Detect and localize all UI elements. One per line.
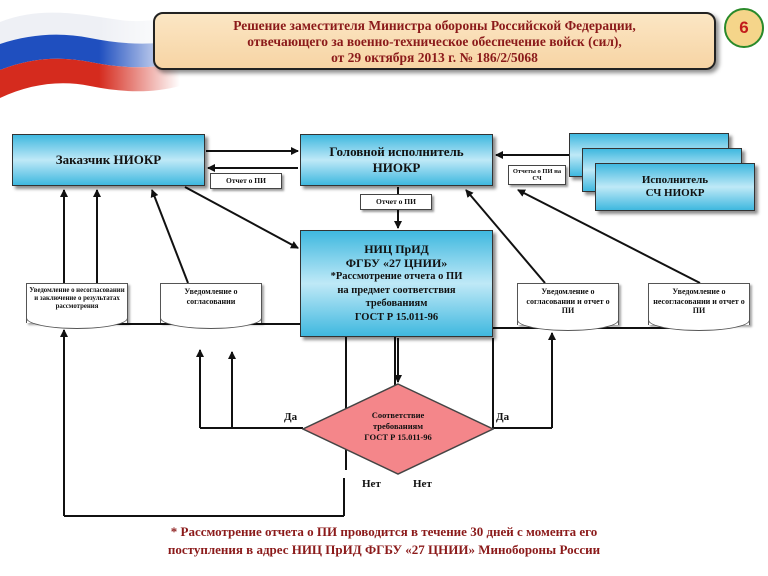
yes-right-label: Да bbox=[496, 411, 510, 423]
center-line-5: требованиям bbox=[365, 298, 428, 309]
title-line-1: Решение заместителя Министра обороны Рос… bbox=[233, 18, 636, 33]
center-box: НИЦ ПрИД ФГБУ «27 ЦНИИ» *Рассмотрение от… bbox=[300, 230, 493, 337]
no-right-label: Нет bbox=[413, 478, 432, 490]
page-number-badge: 6 bbox=[724, 8, 764, 48]
head-executor-line-1: Головной исполнитель bbox=[329, 144, 464, 159]
decision-line-2: требованиям bbox=[373, 421, 423, 431]
center-line-2: ФГБУ «27 ЦНИИ» bbox=[345, 255, 448, 270]
sub-executor-line-2: СЧ НИОКР bbox=[645, 187, 705, 199]
center-line-4: на предмет соответствия bbox=[337, 284, 456, 296]
center-line-6: ГОСТ Р 15.011-96 bbox=[354, 311, 439, 323]
reports-pi-sch-note: Отчеты о ПИ на СЧ bbox=[508, 165, 566, 185]
title-line-3: от 29 октября 2013 г. № 186/2/5068 bbox=[331, 50, 538, 65]
report-pi-note-1: Отчет о ПИ bbox=[210, 173, 282, 189]
doc-notice-disagree-conclusion-text: Уведомление о несогласовании и заключени… bbox=[29, 287, 125, 310]
title-line-2: отвечающего за военно-техническое обеспе… bbox=[247, 34, 622, 49]
no-left-label: Нет bbox=[362, 478, 381, 490]
customer-label: Заказчик НИОКР bbox=[55, 152, 162, 167]
decision-line-3: ГОСТ Р 15.011-96 bbox=[364, 432, 432, 442]
center-line-1: НИЦ ПрИД bbox=[364, 242, 429, 256]
doc-notice-agree-left-text: Уведомление о согласовании bbox=[184, 287, 238, 306]
sub-executor-line-1: Исполнитель bbox=[641, 174, 709, 186]
footnote-line-1: * Рассмотрение отчета о ПИ проводится в … bbox=[170, 524, 598, 539]
head-executor-line-2: НИОКР bbox=[372, 160, 421, 175]
doc-notice-disagree-report: Уведомление о несогласовании и отчет о П… bbox=[648, 283, 750, 331]
doc-notice-agree-left: Уведомление о согласовании bbox=[160, 283, 262, 329]
decision-title: Решение заместителя Министра обороны Рос… bbox=[153, 12, 716, 70]
footnote-line-2: поступления в адрес НИЦ ПрИД ФГБУ «27 ЦН… bbox=[167, 542, 601, 557]
russian-flag-icon bbox=[0, 0, 180, 100]
yes-left-label: Да bbox=[284, 411, 298, 423]
footnote: * Рассмотрение отчета о ПИ проводится в … bbox=[100, 523, 668, 559]
doc-notice-agree-report-text: Уведомление о согласовании и отчет о ПИ bbox=[526, 287, 610, 315]
doc-notice-agree-report: Уведомление о согласовании и отчет о ПИ bbox=[517, 283, 619, 331]
decision-text: Соответствие требованиям ГОСТ Р 15.011-9… bbox=[340, 410, 456, 443]
decision-line-1: Соответствие bbox=[371, 410, 425, 420]
head-executor-box: Головной исполнитель НИОКР bbox=[300, 134, 493, 186]
doc-notice-disagree-conclusion: Уведомление о несогласовании и заключени… bbox=[26, 283, 128, 329]
customer-box: Заказчик НИОКР bbox=[12, 134, 205, 186]
doc-notice-disagree-report-text: Уведомление о несогласовании и отчет о П… bbox=[653, 287, 745, 315]
decision-diamond bbox=[302, 383, 494, 475]
sub-executor-box: Исполнитель СЧ НИОКР bbox=[595, 163, 755, 211]
report-pi-note-2: Отчет о ПИ bbox=[360, 194, 432, 210]
center-line-3: *Рассмотрение отчета о ПИ bbox=[330, 271, 463, 282]
